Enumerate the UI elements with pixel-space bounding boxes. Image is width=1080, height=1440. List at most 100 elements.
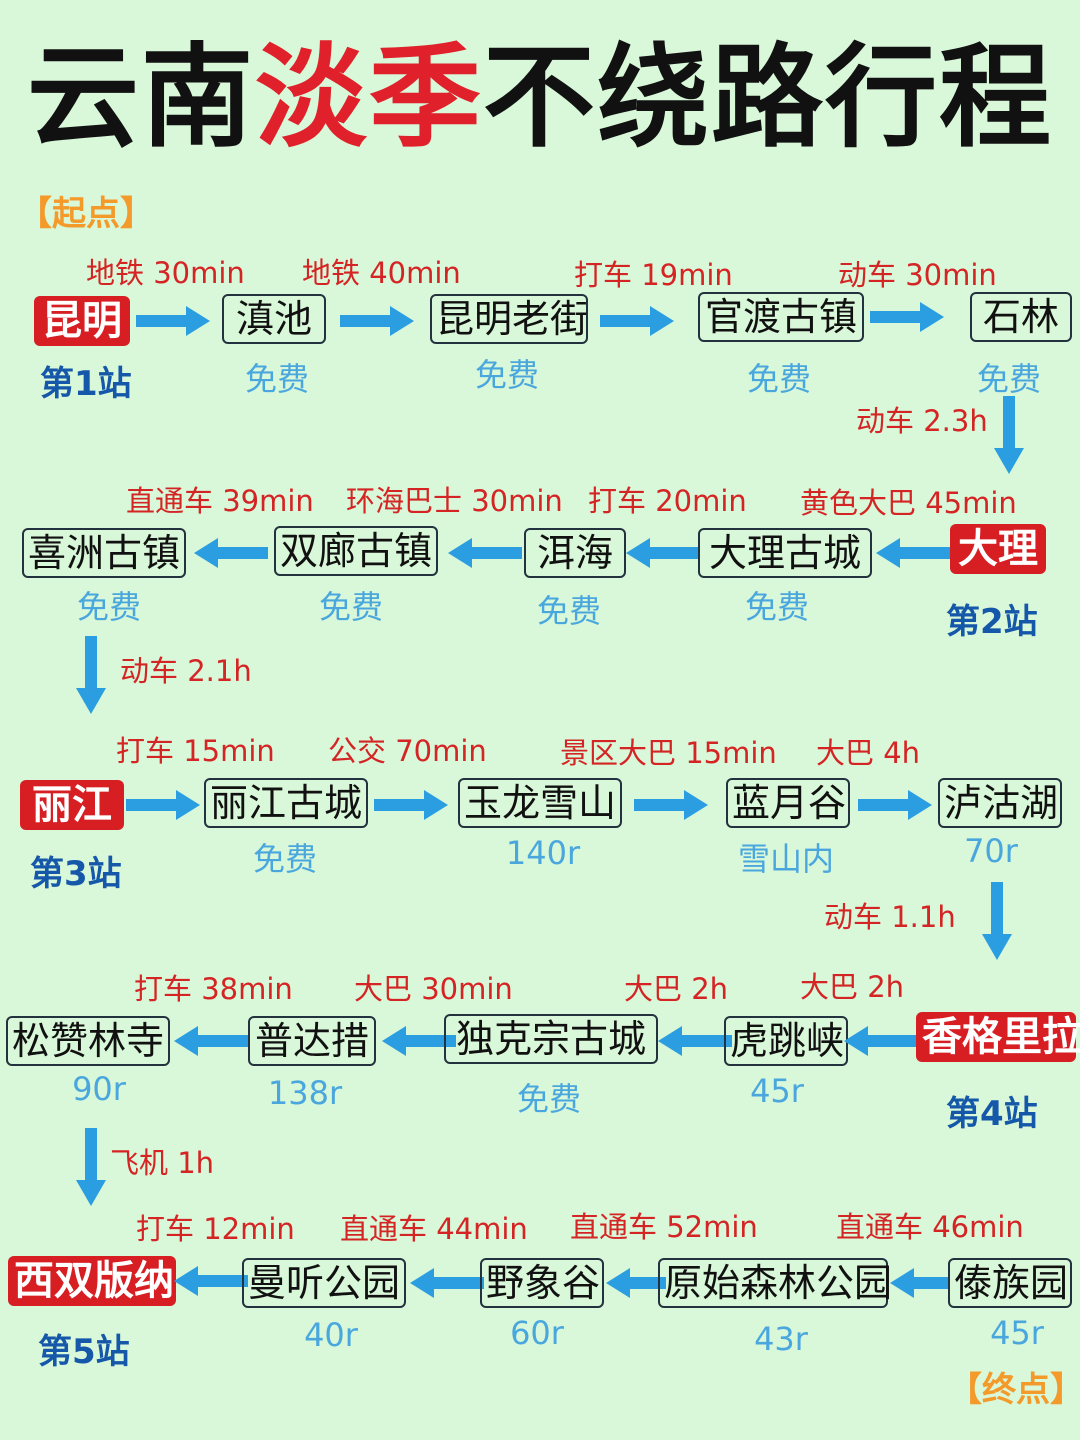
stop-box: 泸沽湖 (938, 778, 1062, 828)
arrow-right-icon (126, 790, 200, 820)
transit-label: 直通车 39min (126, 484, 314, 518)
transit-label: 大巴 2h (800, 970, 905, 1004)
transit-label: 打车 38min (134, 972, 293, 1006)
arrow-left-icon (174, 1026, 248, 1056)
stop-box: 普达措 (248, 1016, 376, 1066)
price-label: 60r (510, 1314, 564, 1352)
price-label: 43r (754, 1320, 808, 1358)
price-label: 免费 (976, 360, 1041, 398)
price-label: 免费 (744, 588, 809, 626)
price-label: 140r (505, 834, 581, 872)
end-marker: 【终点】 (948, 1370, 1080, 1410)
price-label: 138r (267, 1074, 343, 1112)
price-label: 免费 (516, 1080, 581, 1118)
arrow-down-icon (982, 882, 1012, 960)
price-label: 45r (990, 1314, 1044, 1352)
price-label: 40r (304, 1316, 358, 1354)
stop-box: 官渡古镇 (698, 292, 864, 342)
arrow-left-icon (626, 538, 700, 568)
transit-label: 打车 15min (116, 734, 275, 768)
stop-box: 虎跳峡 (724, 1016, 848, 1066)
price-label: 45r (750, 1072, 804, 1110)
price-label: 70r (964, 832, 1018, 870)
price-label: 90r (72, 1070, 126, 1108)
stop-box: 洱海 (524, 528, 626, 578)
arrow-left-icon (844, 1026, 918, 1056)
transit-label: 打车 19min (574, 258, 733, 292)
arrow-right-icon (858, 790, 932, 820)
transit-label: 大巴 4h (816, 736, 921, 770)
transit-label: 直通车 44min (340, 1212, 528, 1246)
stop-box: 石林 (970, 292, 1072, 342)
arrow-left-icon (410, 1268, 484, 1298)
arrow-right-icon (870, 302, 944, 332)
title-highlight: 淡季 (255, 33, 483, 163)
city-xishuangbanna: 西双版纳 (8, 1256, 176, 1306)
station-label: 第4站 (946, 1094, 1038, 1134)
transit-label: 动车 2.3h (856, 404, 988, 438)
transit-label: 打车 20min (588, 484, 747, 518)
stop-box: 昆明老街 (430, 294, 588, 344)
stop-box: 独克宗古城 (444, 1014, 658, 1064)
stop-box: 玉龙雪山 (458, 778, 622, 828)
transit-label: 黄色大巴 45min (800, 486, 1017, 520)
price-label: 免费 (746, 360, 811, 398)
stop-box: 大理古城 (698, 528, 872, 578)
transit-label: 飞机 1h (110, 1146, 215, 1180)
price-label: 免费 (244, 360, 309, 398)
arrow-left-icon (890, 1268, 950, 1298)
transit-label: 大巴 2h (624, 972, 729, 1006)
price-label: 免费 (318, 588, 383, 626)
transit-label: 地铁 30min (86, 256, 245, 290)
stop-box: 喜洲古镇 (22, 528, 186, 578)
station-label: 第5站 (38, 1332, 130, 1372)
arrow-right-icon (136, 306, 210, 336)
start-marker: 【起点】 (18, 194, 154, 234)
transit-label: 公交 70min (328, 734, 487, 768)
stop-box: 滇池 (222, 294, 326, 344)
price-label: 免费 (474, 356, 539, 394)
arrow-down-icon (76, 636, 106, 714)
city-lijiang: 丽江 (20, 780, 124, 830)
transit-label: 直通车 52min (570, 1210, 758, 1244)
stop-box: 曼听公园 (242, 1258, 406, 1308)
stop-box: 丽江古城 (204, 778, 368, 828)
page-title: 云南淡季不绕路行程 (0, 28, 1080, 168)
transit-label: 打车 12min (136, 1212, 295, 1246)
arrow-right-icon (340, 306, 414, 336)
city-shangri-la: 香格里拉 (916, 1012, 1080, 1062)
arrow-left-icon (876, 538, 950, 568)
title-part3: 不绕路行程 (483, 33, 1053, 163)
arrow-left-icon (606, 1268, 666, 1298)
arrow-right-icon (374, 790, 448, 820)
city-dali: 大理 (950, 524, 1046, 574)
transit-label: 景区大巴 15min (560, 736, 777, 770)
arrow-left-icon (448, 538, 522, 568)
transit-label: 动车 30min (838, 258, 997, 292)
stop-box: 蓝月谷 (726, 778, 850, 828)
arrow-left-icon (174, 1266, 248, 1296)
stop-box: 双廊古镇 (274, 526, 438, 576)
transit-label: 地铁 40min (302, 256, 461, 290)
stop-box: 原始森林公园 (658, 1258, 892, 1308)
arrow-down-icon (994, 396, 1024, 474)
transit-label: 动车 2.1h (120, 654, 252, 688)
transit-label: 直通车 46min (836, 1210, 1024, 1244)
station-label: 第2站 (946, 602, 1038, 642)
station-label: 第1站 (40, 364, 132, 404)
price-label: 雪山内 (737, 840, 834, 878)
stop-box: 松赞林寺 (6, 1016, 170, 1066)
arrow-left-icon (658, 1026, 732, 1056)
title-part1: 云南 (27, 33, 255, 163)
transit-label: 动车 1.1h (824, 900, 956, 934)
transit-label: 环海巴士 30min (346, 484, 563, 518)
stop-box: 傣族园 (948, 1258, 1072, 1308)
price-label: 免费 (76, 588, 141, 626)
station-label: 第3站 (30, 854, 122, 894)
price-label: 免费 (536, 592, 601, 630)
arrow-right-icon (600, 306, 674, 336)
stop-box: 野象谷 (480, 1258, 604, 1308)
arrow-right-icon (634, 790, 708, 820)
arrow-left-icon (382, 1026, 456, 1056)
arrow-down-icon (76, 1128, 106, 1206)
